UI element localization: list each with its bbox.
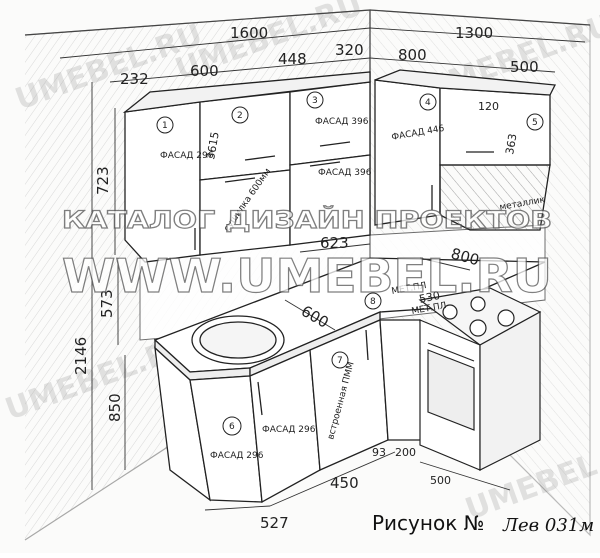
facade-labels: ФАСАД 296 ФАСАД 396 ФАСАД 396 ФАСАД 446 … bbox=[160, 117, 546, 461]
handle-6 bbox=[257, 381, 263, 416]
upper-cabinets-left bbox=[122, 71, 371, 263]
module-5: 5 bbox=[532, 118, 538, 128]
dim-line-800-depth bbox=[419, 257, 471, 271]
module-3: 3 bbox=[312, 96, 318, 106]
module-marker-4 bbox=[419, 93, 437, 111]
caption-code: Лев 031м bbox=[502, 515, 594, 536]
module-8: 8 bbox=[370, 297, 376, 307]
sink-inner bbox=[199, 321, 277, 359]
label-facade-296-lower: ФАСАД 296 bbox=[210, 451, 264, 461]
handle-2b bbox=[224, 177, 256, 183]
dim-623: 623 bbox=[320, 234, 349, 252]
dim-line-1600 bbox=[59, 27, 371, 59]
dim-573: 573 bbox=[98, 289, 116, 318]
stove bbox=[418, 287, 542, 471]
module-number-texts: 1 2 3 4 5 6 7 8 bbox=[162, 96, 538, 432]
label-facade-296-drawer: ФАСАД 296 bbox=[262, 425, 316, 435]
dim-500-bottom: 500 bbox=[430, 474, 451, 487]
dim-2146: 2146 bbox=[72, 337, 90, 375]
oven-handle bbox=[427, 342, 475, 362]
dim-527: 527 bbox=[260, 514, 289, 532]
module-marker-3 bbox=[306, 91, 324, 109]
module-numbers bbox=[156, 91, 544, 436]
module-marker-6 bbox=[222, 416, 242, 436]
label-facade-296-upper: ФАСАД 296 bbox=[160, 151, 214, 161]
dim-line-upper bbox=[109, 57, 371, 83]
watermark-catalog: КАТАЛОГ ДИЗАЙН ПРОЕКТОВ bbox=[62, 205, 552, 234]
worktop bbox=[153, 257, 546, 381]
dim-line-600 bbox=[284, 299, 336, 331]
caption-label: Рисунок № bbox=[372, 511, 484, 535]
dim-1300: 1300 bbox=[455, 24, 493, 42]
dim-232: 232 bbox=[120, 70, 149, 88]
module-6: 6 bbox=[229, 422, 235, 432]
module-marker-8 bbox=[364, 292, 382, 310]
dim-530: 530 bbox=[418, 289, 441, 306]
upper-cabinets-right bbox=[374, 69, 557, 231]
base-cabinet-8 bbox=[379, 319, 426, 441]
dimension-lines bbox=[59, 27, 586, 511]
label-facade-396-upper: ФАСАД 396 bbox=[315, 117, 369, 127]
dim-200: 200 bbox=[395, 446, 416, 459]
burner-1 bbox=[442, 304, 458, 320]
figure-caption: Рисунок № Лев 031м bbox=[372, 511, 594, 536]
dim-363: 363 bbox=[503, 133, 519, 156]
burner-3 bbox=[469, 319, 487, 337]
burner-2 bbox=[470, 296, 486, 312]
upper-right-top-face bbox=[374, 69, 557, 96]
handle-3a bbox=[319, 141, 351, 147]
module-marker-5 bbox=[526, 113, 544, 131]
dim-120: 120 bbox=[478, 100, 499, 113]
base-cabinets bbox=[154, 319, 426, 504]
watermark-bands: КАТАЛОГ ДИЗАЙН ПРОЕКТОВ WWW.UMEBEL.RU bbox=[61, 204, 552, 303]
handle-3b bbox=[309, 161, 341, 167]
dim-500: 500 bbox=[510, 58, 539, 76]
dim-450: 450 bbox=[330, 474, 359, 492]
module-marker-1 bbox=[156, 116, 174, 134]
upper-cabinet-3-bottom bbox=[289, 154, 371, 246]
module-marker-2 bbox=[231, 106, 249, 124]
label-facade-396-lower: ФАСАД 396 bbox=[318, 168, 372, 178]
dim-448: 448 bbox=[278, 50, 307, 68]
dim-850: 850 bbox=[106, 393, 124, 422]
dim-723: 723 bbox=[94, 166, 112, 195]
dim-line-500 bbox=[419, 461, 511, 491]
dim-line-623 bbox=[299, 243, 371, 253]
module-4: 4 bbox=[425, 98, 431, 108]
dim-3615: 3615 bbox=[204, 131, 222, 161]
module-marker-7 bbox=[331, 351, 349, 369]
dim-line-527 bbox=[204, 505, 271, 511]
dim-320: 320 bbox=[335, 41, 364, 59]
oven-door bbox=[427, 349, 475, 431]
dim-line-1300 bbox=[369, 27, 586, 43]
dim-93: 93 bbox=[372, 446, 386, 459]
dim-line-upper-right bbox=[369, 57, 556, 73]
upper-cabinet-top-face bbox=[122, 71, 371, 113]
burner-4 bbox=[497, 309, 515, 327]
handle-7 bbox=[365, 329, 369, 361]
dim-800: 800 bbox=[398, 46, 427, 64]
handle-2a bbox=[244, 155, 276, 161]
stove-side bbox=[479, 310, 541, 471]
module-7: 7 bbox=[337, 356, 343, 366]
dim-1600: 1600 bbox=[230, 24, 268, 42]
module-2: 2 bbox=[237, 111, 243, 121]
hood bbox=[439, 164, 551, 231]
dim-line-450 bbox=[269, 451, 396, 507]
module-1: 1 bbox=[162, 121, 168, 131]
dim-600-upper: 600 bbox=[190, 62, 219, 80]
watermark-site: WWW.UMEBEL.RU bbox=[62, 249, 552, 303]
